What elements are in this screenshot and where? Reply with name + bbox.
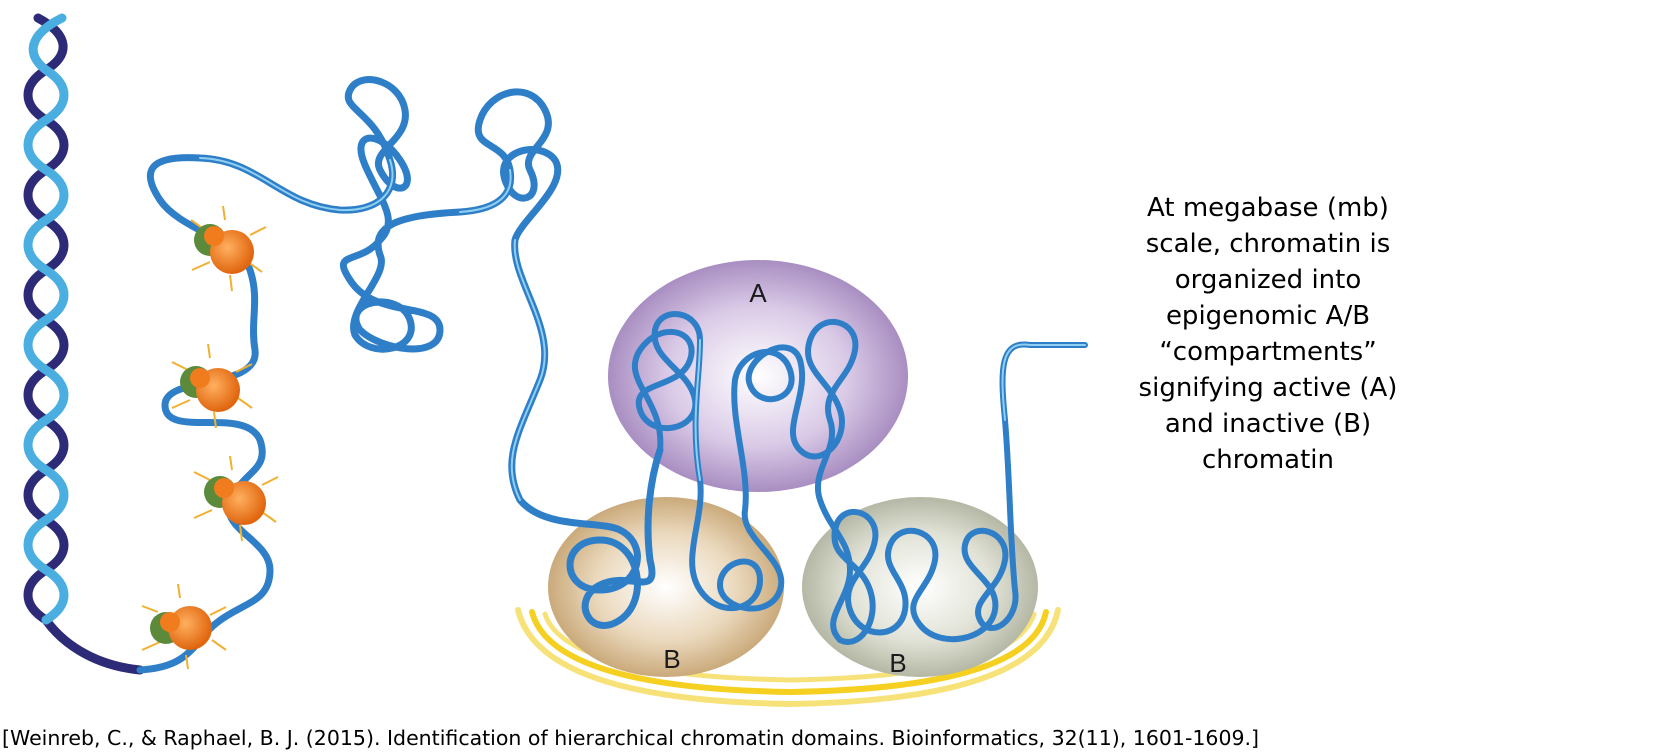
dna-double-helix bbox=[23, 13, 145, 675]
chromatin-fiber bbox=[136, 76, 1088, 674]
nucleosome-4 bbox=[141, 583, 227, 670]
nucleosome-2 bbox=[171, 343, 253, 429]
compartment-b-left-label: B bbox=[663, 644, 680, 674]
nucleosome-1 bbox=[190, 205, 267, 292]
nucleosome-3 bbox=[193, 455, 279, 542]
compartment-a-label: A bbox=[749, 278, 767, 308]
compartment-description-text: At megabase (mb) scale, chromatin is org… bbox=[1138, 193, 1398, 475]
compartment-b-right-label: B bbox=[889, 648, 906, 678]
citation-text: [Weinreb, C., & Raphael, B. J. (2015). I… bbox=[2, 726, 1260, 750]
